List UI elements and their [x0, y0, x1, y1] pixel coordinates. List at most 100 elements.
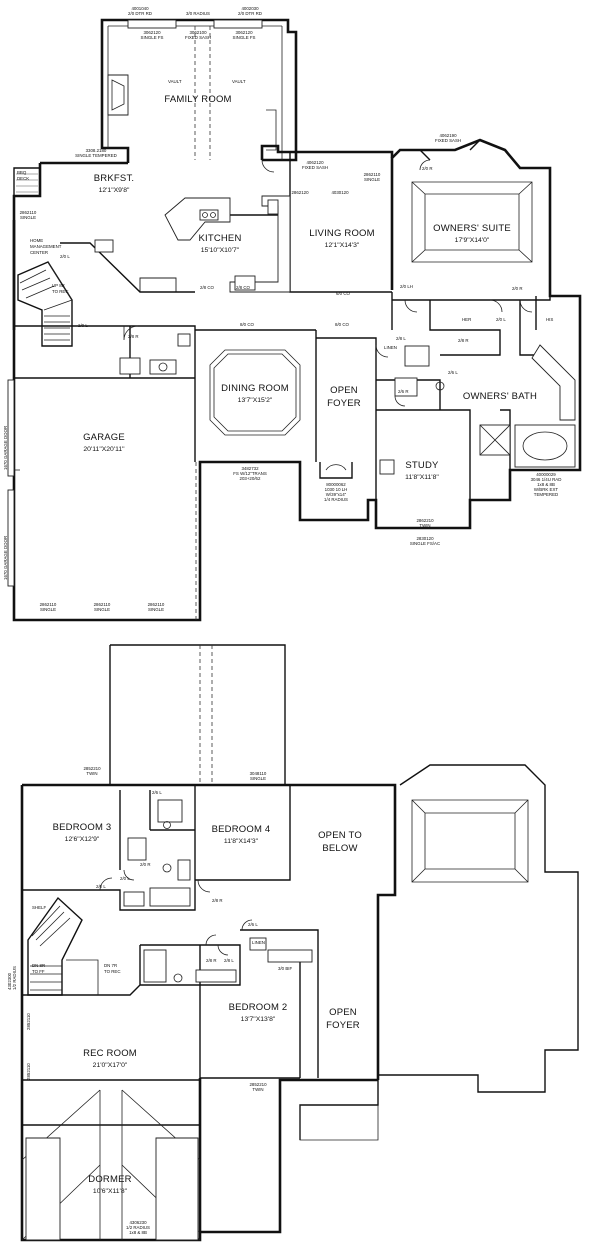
dining-ceiling-detail [209, 349, 301, 436]
window-note: 2852210 [83, 766, 101, 771]
door-note: 2/8 R [458, 338, 469, 343]
window-note: TWIN [419, 523, 430, 528]
window-note: 4001040 [131, 6, 149, 11]
bath-vanity [531, 344, 576, 421]
door-note: 2/8 R [212, 898, 223, 903]
door-note: 2/0 L [60, 254, 70, 259]
breakfast-label: BRKFST. [94, 173, 134, 184]
first-floor-stairs [17, 261, 73, 347]
family-room-window [127, 19, 177, 29]
door-note: 2/8 CO [236, 285, 250, 290]
window-note: 2852110 [26, 1063, 31, 1080]
window-note: 4302300 [7, 972, 12, 990]
up-to-rec-label-1: UP 8R [52, 283, 65, 288]
window-note: 2862110 [20, 210, 37, 215]
window-note: SINGLE [40, 607, 56, 612]
window-note: FIXED SASH [185, 35, 211, 40]
bedroom3-size: 12'6"X12'9" [65, 836, 100, 843]
bedroom2-label: BEDROOM 2 [229, 1002, 288, 1013]
window-note: 40000029 [536, 472, 556, 477]
window-note: TEMPERED [534, 492, 558, 497]
window-note: 1/2 RADIUS [126, 1225, 150, 1230]
home-mgmt-label-1: HOME [30, 238, 43, 243]
home-mgmt-label-3: CENTER [30, 250, 48, 255]
window-note: FIXED SASH [435, 138, 461, 143]
window-note: W/BRK EXT [534, 487, 558, 492]
window-note: 3/0 RADIUS [186, 11, 210, 16]
dormer-roof-lines [21, 1089, 201, 1241]
window-note: 2/0 DTR RD [238, 11, 262, 16]
garage-door-label-1: 1670 GARAGE DOOR [3, 426, 8, 470]
door-note: 2/6 L [248, 922, 258, 927]
garage-label: GARAGE [83, 432, 125, 443]
first-floor-labels: FAMILY ROOM VAULT VAULT BRKFST. 12'1"X9'… [3, 6, 561, 612]
bathtub [514, 424, 576, 468]
window-note: 2862110 [148, 602, 165, 607]
door-note: 2/8 L [396, 336, 406, 341]
open-foyer-label-1: OPEN [330, 385, 358, 396]
window-note: SINGLE [20, 215, 36, 220]
door-note: 8/0 CO [240, 322, 254, 327]
bbq-deck-label-2: DECK [17, 176, 29, 181]
owners-suite-tray-ceiling [411, 181, 533, 263]
family-room-label: FAMILY ROOM [164, 94, 231, 105]
door-note: 2/8 CO [200, 285, 214, 290]
window-note: FS W/12"TRANS [233, 471, 267, 476]
bathtub-upper [149, 887, 191, 907]
door-note: 2/0 R [140, 862, 151, 867]
fireplace [107, 74, 129, 116]
kitchen-island [164, 197, 231, 241]
window-note: 2852210 [249, 1082, 267, 1087]
window-note: 2830120 [416, 536, 434, 541]
open-to-below-label-2: BELOW [322, 843, 357, 854]
open-to-below-label-1: OPEN TO [318, 830, 362, 841]
dining-room-label: DINING ROOM [221, 383, 289, 394]
second-floor-labels: BEDROOM 3 12'6"X12'9" BEDROOM 4 11'8"X14… [7, 766, 362, 1235]
door-note: 2/8 R [128, 334, 139, 339]
window-note: 2852110 [26, 1013, 31, 1030]
window-note: 1/2 RADIUS [12, 966, 17, 990]
window-note: SINGLE FS [141, 35, 164, 40]
door-note: 2/6 R [398, 389, 409, 394]
window-note: 4062190 [439, 133, 457, 138]
door-note: 2/8 L [224, 958, 234, 963]
bbq-deck-label-1: BBQ [17, 170, 27, 175]
study-label: STUDY [405, 460, 439, 471]
rec-room-label: REC ROOM [83, 1048, 137, 1059]
window-note: SINGLE [364, 177, 380, 182]
window-note: 2862210 [416, 518, 434, 523]
window-note: 2862120 [291, 190, 309, 195]
window-note: 2862110 [94, 602, 111, 607]
window-note: 4062120 [306, 160, 324, 165]
owners-suite-size: 17'9"X14'0" [455, 237, 490, 244]
dn-to-ff-label-2: TO FF [32, 969, 45, 974]
first-floor-interior-walls [14, 152, 551, 500]
linen-label: LINEN [384, 345, 397, 350]
dormer-size: 10'6"X11'8" [93, 1188, 128, 1195]
window-note: 2/0 DTR RD [128, 11, 152, 16]
bedroom4-label: BEDROOM 4 [212, 824, 271, 835]
dn-to-rec-label-2: TO REC [104, 969, 121, 974]
window-note: TWIN [86, 771, 97, 776]
living-room-label: LIVING ROOM [309, 228, 375, 239]
door-note: 2/0 R [422, 166, 433, 171]
door-note: 2/0 L [78, 323, 88, 328]
door-note: 2/0 R [512, 286, 523, 291]
first-floor-plan [7, 18, 582, 622]
door-note: 2/8 R [206, 958, 217, 963]
bathtub-upper-2 [143, 949, 167, 983]
first-floor-exterior-walls [12, 138, 582, 622]
window-note: 1/4 RADIUS [324, 497, 348, 502]
study-size: 11'8"X11'8" [405, 474, 439, 481]
window-note: 3062100 [189, 30, 207, 35]
open-foyer-upper-label-1: OPEN [329, 1007, 357, 1018]
breakfast-size: 12'1"X9'8" [99, 187, 130, 194]
window-note: 3048110 [250, 771, 267, 776]
kitchen-size: 15'10"X10'7" [201, 247, 240, 254]
window-note: SINGLE [94, 607, 110, 612]
second-floor-stairs [27, 896, 99, 996]
kitchen-label: KITCHEN [198, 233, 241, 244]
window-note: W/39"x14" [326, 492, 347, 497]
dn-to-ff-label-1: DN 8R [32, 963, 45, 968]
